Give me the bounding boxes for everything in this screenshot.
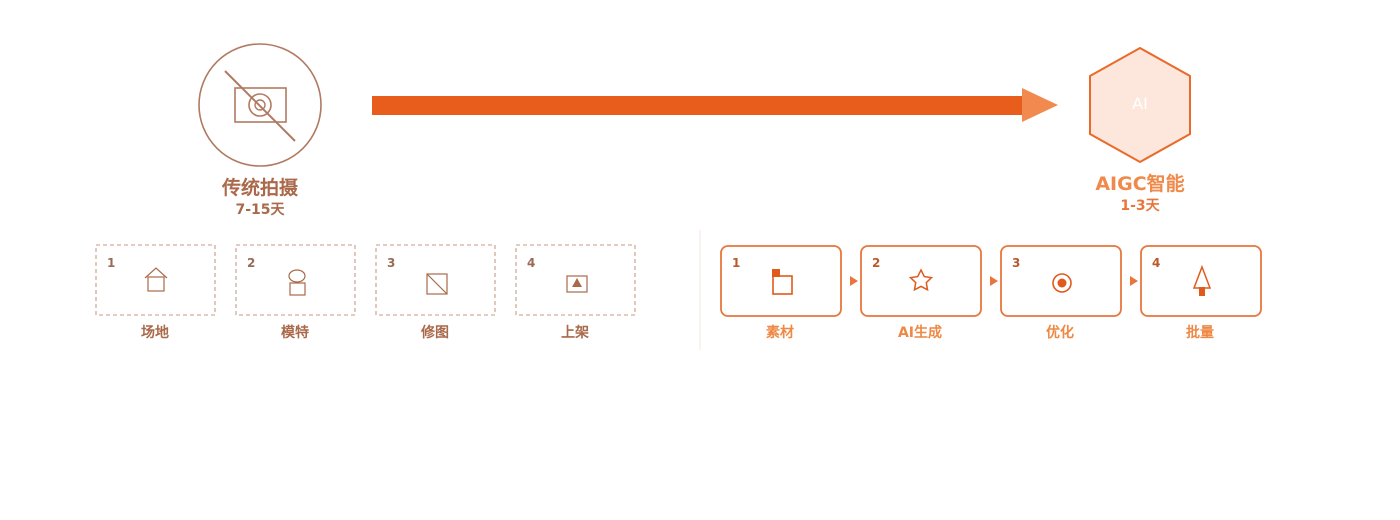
traditional-steps xyxy=(95,244,636,316)
material-icon xyxy=(772,269,793,295)
trad-step-box-3 xyxy=(375,244,496,316)
ai-step-number: 2 xyxy=(872,256,881,270)
upload-icon xyxy=(566,275,588,293)
trad-step-label: 修图 xyxy=(421,325,449,341)
trad-step-box-2 xyxy=(235,244,356,316)
ai-step-label: 优化 xyxy=(1046,325,1074,341)
trad-step-number: 3 xyxy=(387,256,396,270)
ai-step-number: 1 xyxy=(732,256,741,270)
trad-step-label: 场地 xyxy=(141,325,169,341)
traditional-title: 传统拍摄 xyxy=(221,177,298,199)
up-arrow-icon xyxy=(1192,264,1212,296)
target-icon xyxy=(1052,273,1072,293)
transition-arrow xyxy=(372,88,1058,122)
trad-step-number: 2 xyxy=(247,256,256,270)
crossed-camera-icon xyxy=(198,43,322,167)
ai-step-box-2 xyxy=(860,245,982,317)
ai-step-box-3 xyxy=(1000,245,1122,317)
ai-step-number: 4 xyxy=(1152,256,1161,270)
ai-hexagon-icon xyxy=(1089,46,1191,164)
step-connectors xyxy=(850,276,1138,286)
ai-step-label: AI生成 xyxy=(897,325,943,341)
trad-step-label: 上架 xyxy=(561,325,589,341)
aigc-duration: 1-3天 xyxy=(1120,198,1160,214)
star-icon xyxy=(908,268,934,292)
trad-step-label: 模特 xyxy=(281,325,309,341)
house-icon xyxy=(144,267,168,292)
aigc-steps xyxy=(720,245,1262,317)
ai-step-box-1 xyxy=(720,245,842,317)
aigc-title: AIGC智能 xyxy=(1095,173,1185,195)
ai-step-label: 素材 xyxy=(766,325,794,341)
person-icon xyxy=(288,269,306,296)
ai-step-number: 3 xyxy=(1012,256,1021,270)
crop-icon xyxy=(426,273,448,295)
trad-step-box-4 xyxy=(515,244,636,316)
trad-step-number: 1 xyxy=(107,256,116,270)
traditional-duration: 7-15天 xyxy=(235,202,285,218)
ai-step-label: 批量 xyxy=(1186,325,1214,341)
trad-step-box-1 xyxy=(95,244,216,316)
hexagon-label: AI xyxy=(1132,94,1148,113)
trad-step-number: 4 xyxy=(527,256,536,270)
ai-step-box-4 xyxy=(1140,245,1262,317)
